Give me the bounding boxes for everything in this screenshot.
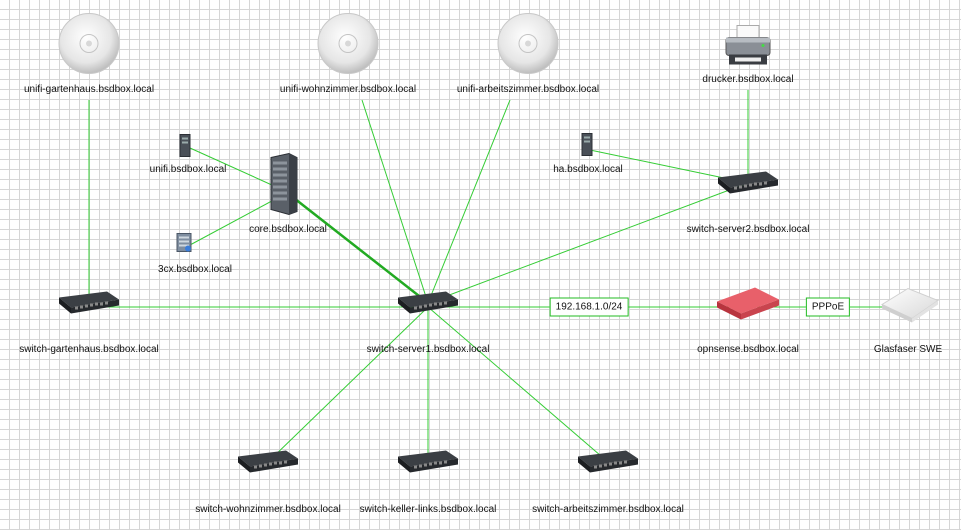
printer-icon [725,25,771,65]
switch-arbeitszimmer-node[interactable] [576,449,640,480]
switch-server1-label: switch-server1.bsdbox.local [366,344,490,355]
link-3cx-core[interactable] [189,194,284,246]
core-label: core.bsdbox.local [249,224,327,235]
access-point-icon [58,13,120,74]
server-tower-icon [581,133,593,156]
unifi-arbeitszimmer-label: unifi-arbeitszimmer.bsdbox.local [456,84,600,95]
unifi-label: unifi.bsdbox.local [149,164,227,175]
core-node[interactable] [267,152,301,221]
switch-server1-node[interactable] [396,290,460,321]
switch-arbeitszimmer-label: switch-arbeitszimmer.bsdbox.local [532,504,684,515]
switch-icon [398,291,458,314]
switch-icon [578,450,638,473]
unifi-gartenhaus-label: unifi-gartenhaus.bsdbox.local [23,84,155,95]
switch-gartenhaus-node[interactable] [57,290,121,321]
switch-icon [238,450,298,473]
access-point-icon [497,13,559,74]
switch-keller-node[interactable] [396,449,460,480]
unifi-wohnzimmer-label: unifi-wohnzimmer.bsdbox.local [279,84,417,95]
unifi-node[interactable] [179,134,191,163]
threecx-label: 3cx.bsdbox.local [158,264,232,275]
unifi-gartenhaus-node[interactable] [58,13,120,80]
link-server1-wohnzimmer[interactable] [267,306,429,463]
switch-gartenhaus-label: switch-gartenhaus.bsdbox.local [19,344,159,355]
server-rack-icon [270,152,298,216]
firewall-icon [717,287,779,320]
threecx-node[interactable] [173,232,195,259]
glasfaser-label: Glasfaser SWE [873,344,943,355]
fiber-modem-icon [880,287,940,323]
link-unifi-arbeitszimmer[interactable] [427,99,511,304]
switch-icon [59,291,119,314]
drucker-label: drucker.bsdbox.local [702,74,794,85]
unifi-arbeitszimmer-node[interactable] [497,13,559,80]
unifi-wohnzimmer-node[interactable] [317,13,379,80]
link-unifi-wohnzimmer[interactable] [361,99,429,304]
opnsense-node[interactable] [715,286,781,327]
link-server2-server1[interactable] [427,182,749,304]
ha-label: ha.bsdbox.local [553,164,623,175]
switch-server2-label: switch-server2.bsdbox.local [686,224,810,235]
drucker-node[interactable] [723,24,773,73]
pppoe-tag[interactable]: PPPoE [805,297,851,317]
server-tower-icon [176,233,192,252]
link-unifi-core[interactable] [189,147,284,191]
switch-server2-node[interactable] [716,170,780,201]
opnsense-label: opnsense.bsdbox.local [697,344,799,355]
server-tower-icon [179,134,191,157]
switch-wohnzimmer-label: switch-wohnzimmer.bsdbox.local [195,504,341,515]
link-core-server1[interactable] [289,194,429,304]
ha-node[interactable] [581,133,593,162]
switch-icon [718,171,778,194]
access-point-icon [317,13,379,74]
switch-keller-label: switch-keller-links.bsdbox.local [359,504,497,515]
switch-wohnzimmer-node[interactable] [236,449,300,480]
switch-icon [398,450,458,473]
lan-subnet-tag[interactable]: 192.168.1.0/24 [549,297,629,317]
link-server1-arbeitszimmer[interactable] [427,306,609,463]
glasfaser-node[interactable] [878,285,942,330]
